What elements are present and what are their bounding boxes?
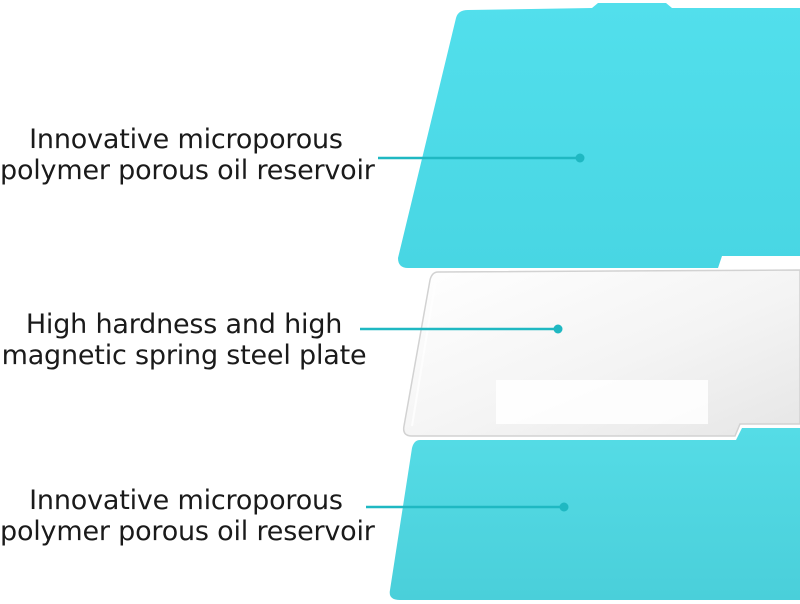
label-top-line-1: Innovative microporous	[29, 124, 343, 155]
leader-dot-middle	[553, 324, 563, 334]
label-bottom-line-1: Innovative microporous	[29, 485, 343, 516]
label-bottom-layer: Innovative microporous polymer porous oi…	[0, 485, 375, 547]
top-polymer-sheet	[398, 3, 800, 268]
steel-plate	[402, 269, 800, 437]
label-top-line-2: polymer porous oil reservoir	[0, 155, 375, 186]
label-middle-line-1: High hardness and high	[25, 309, 343, 340]
leader-dot-bottom	[559, 502, 569, 512]
bottom-polymer-sheet	[389, 428, 800, 600]
leader-line-middle	[360, 324, 563, 334]
label-middle-layer: High hardness and high magnetic spring s…	[0, 309, 368, 371]
label-bottom-line-2: polymer porous oil reservoir	[0, 516, 375, 547]
leader-line-bottom	[366, 502, 569, 512]
plate-marking	[496, 380, 708, 424]
leader-line-top	[378, 153, 585, 163]
leader-dot-top	[575, 153, 585, 163]
label-top-layer: Innovative microporous polymer porous oi…	[0, 124, 375, 186]
label-middle-line-2: magnetic spring steel plate	[1, 340, 367, 371]
